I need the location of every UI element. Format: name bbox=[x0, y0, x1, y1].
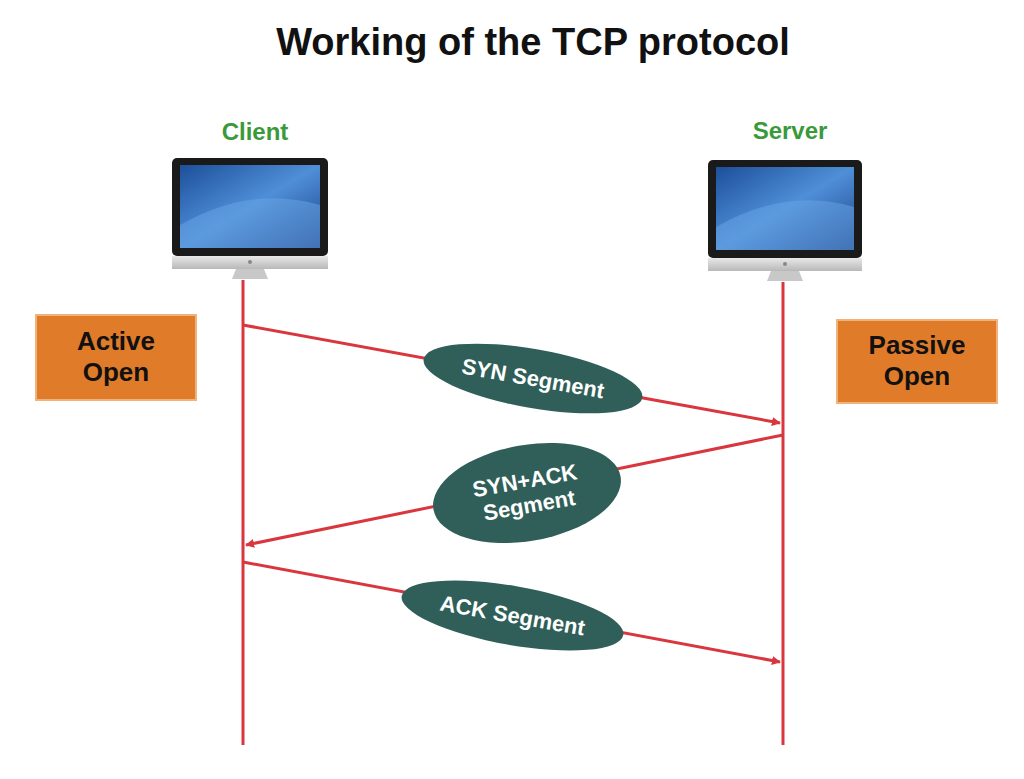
node-text-group: Passive Open bbox=[847, 330, 987, 392]
server-monitor bbox=[708, 160, 862, 281]
segment-label: ACK Segment bbox=[438, 590, 587, 640]
state-label: Active Open bbox=[46, 326, 186, 388]
device-label: Server bbox=[753, 117, 828, 145]
segment-label: SYN+ACK Segment bbox=[464, 458, 591, 529]
device-label: Client bbox=[222, 118, 289, 146]
state-box: Active Open bbox=[35, 314, 197, 401]
state-box: Passive Open bbox=[836, 319, 998, 404]
node-text-group: SYN+ACK Segment bbox=[464, 458, 591, 529]
segment-ellipse: SYN+ACK Segment bbox=[425, 429, 629, 557]
node-text-group: Active Open bbox=[46, 326, 186, 388]
client-lifeline bbox=[242, 280, 245, 745]
syn-arrow bbox=[243, 325, 780, 423]
segment-ellipse: SYN Segment bbox=[419, 330, 648, 427]
segment-label: SYN Segment bbox=[460, 353, 606, 403]
ack-arrow bbox=[243, 562, 780, 662]
node-text-group: SYN Segment bbox=[460, 353, 606, 403]
node-text-group: ACK Segment bbox=[438, 590, 587, 640]
client-monitor bbox=[172, 158, 328, 279]
diagram-title: Working of the TCP protocol bbox=[276, 21, 790, 64]
state-label: Passive Open bbox=[847, 330, 987, 392]
segment-ellipse: ACK Segment bbox=[396, 566, 628, 663]
server-lifeline bbox=[782, 282, 785, 745]
